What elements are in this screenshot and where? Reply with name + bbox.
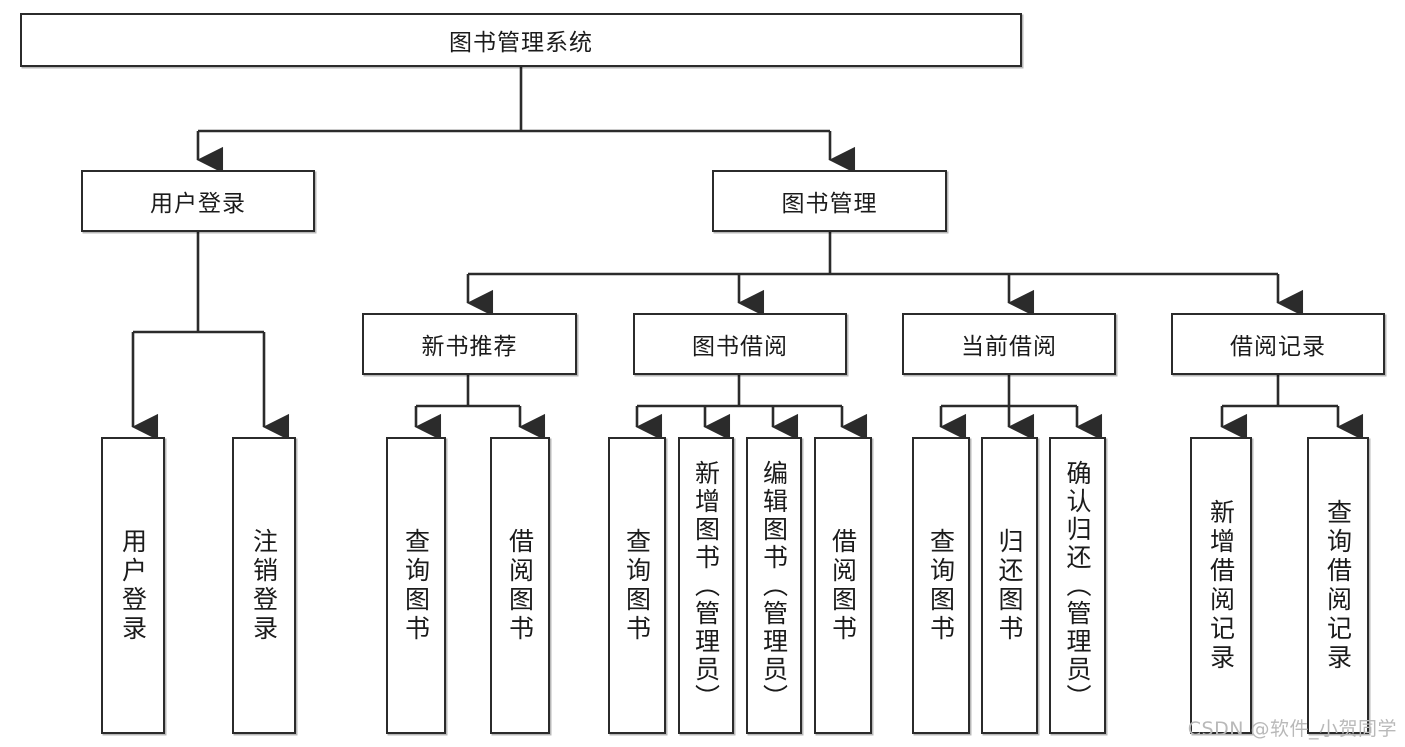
node-label: 编辑图书（管理员） xyxy=(759,459,789,712)
node-label: 归还图书 xyxy=(995,527,1024,644)
node-leaf-query-record[interactable]: 查询借阅记录 xyxy=(1307,437,1369,734)
node-label: 借阅图书 xyxy=(505,527,535,644)
node-label: 新书推荐 xyxy=(421,334,518,360)
node-leaf-query-book-1[interactable]: 查询图书 xyxy=(386,437,446,734)
node-label: 查询图书 xyxy=(622,527,652,644)
node-label: 图书管理系统 xyxy=(449,30,593,56)
watermark: CSDN @软件_小贺同学 xyxy=(1187,718,1397,740)
node-leaf-query-book-3[interactable]: 查询图书 xyxy=(912,437,970,734)
node-new-book-recommend[interactable]: 新书推荐 xyxy=(362,313,577,375)
node-leaf-return-book[interactable]: 归还图书 xyxy=(981,437,1038,734)
node-label: 图书管理 xyxy=(781,191,878,217)
node-label: 图书借阅 xyxy=(692,334,788,360)
node-current-borrow[interactable]: 当前借阅 xyxy=(902,313,1116,375)
node-label: 查询图书 xyxy=(926,527,956,644)
node-label: 确认归还（管理员） xyxy=(1063,459,1092,712)
node-leaf-add-record[interactable]: 新增借阅记录 xyxy=(1190,437,1252,734)
node-leaf-user-login[interactable]: 用户登录 xyxy=(101,437,165,734)
node-label: 新增借阅记录 xyxy=(1206,498,1236,673)
node-leaf-edit-book[interactable]: 编辑图书（管理员） xyxy=(746,437,802,734)
node-borrow-record[interactable]: 借阅记录 xyxy=(1171,313,1385,375)
node-leaf-add-book[interactable]: 新增图书（管理员） xyxy=(678,437,734,734)
node-label: 新增图书（管理员） xyxy=(691,459,721,712)
node-book-borrow[interactable]: 图书借阅 xyxy=(633,313,847,375)
node-leaf-borrow-book-1[interactable]: 借阅图书 xyxy=(490,437,550,734)
node-label: 借阅记录 xyxy=(1230,334,1326,360)
node-label: 用户登录 xyxy=(150,191,246,217)
node-label: 查询图书 xyxy=(401,527,431,644)
node-leaf-logout-login[interactable]: 注销登录 xyxy=(232,437,296,734)
node-label: 用户登录 xyxy=(118,527,148,644)
node-label: 当前借阅 xyxy=(961,334,1057,360)
node-leaf-borrow-book-2[interactable]: 借阅图书 xyxy=(814,437,872,734)
node-root-book-management-system[interactable]: 图书管理系统 xyxy=(20,13,1022,67)
node-label: 查询借阅记录 xyxy=(1323,498,1353,673)
node-leaf-query-book-2[interactable]: 查询图书 xyxy=(608,437,666,734)
node-label: 借阅图书 xyxy=(828,527,858,644)
node-leaf-confirm-return[interactable]: 确认归还（管理员） xyxy=(1049,437,1106,734)
node-label: 注销登录 xyxy=(249,527,279,644)
node-user-login[interactable]: 用户登录 xyxy=(81,170,315,232)
node-book-management[interactable]: 图书管理 xyxy=(712,170,947,232)
